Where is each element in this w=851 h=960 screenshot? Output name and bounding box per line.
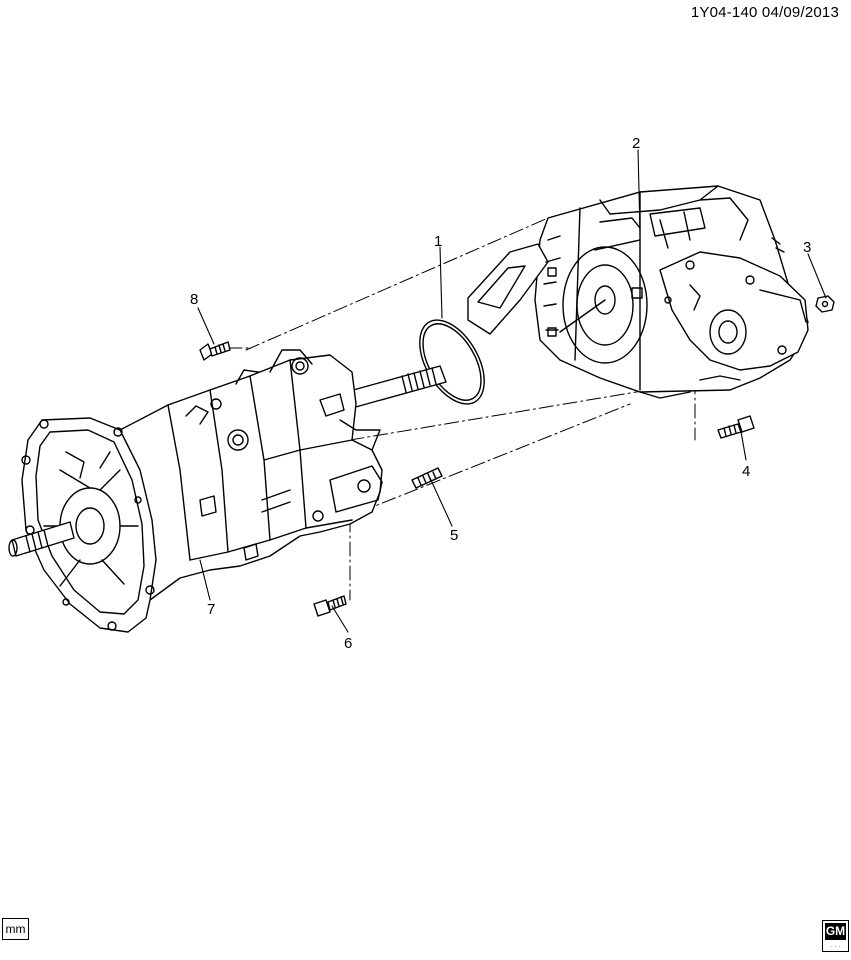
- gm-logo: GM · · ·: [822, 920, 849, 952]
- callout-1: 1: [434, 233, 442, 250]
- callout-3: 3: [803, 239, 811, 256]
- callout-numbers: 1 2 3 4 5 6 7 8: [190, 135, 811, 652]
- leader-lines: [197, 149, 827, 633]
- callout-8: 8: [190, 291, 198, 308]
- part-4-bolt: [717, 415, 755, 439]
- part-6-bolt: [313, 595, 347, 617]
- part-7-transmission: [8, 349, 447, 633]
- callout-5: 5: [450, 527, 458, 544]
- part-3-nut: [815, 295, 835, 313]
- callout-6: 6: [344, 635, 352, 652]
- callout-7: 7: [207, 601, 215, 618]
- callout-4: 4: [742, 463, 750, 480]
- diagram-id-date: 1Y04-140 04/09/2013: [690, 4, 839, 21]
- part-2-rear-housing: [467, 185, 809, 399]
- gm-logo-mark: · · ·: [830, 944, 841, 950]
- gm-logo-text: GM: [825, 923, 846, 940]
- unit-mm-badge: mm: [2, 918, 29, 940]
- part-8-bolt: [199, 341, 231, 361]
- part-5-stud: [411, 467, 443, 489]
- callout-2: 2: [632, 135, 640, 152]
